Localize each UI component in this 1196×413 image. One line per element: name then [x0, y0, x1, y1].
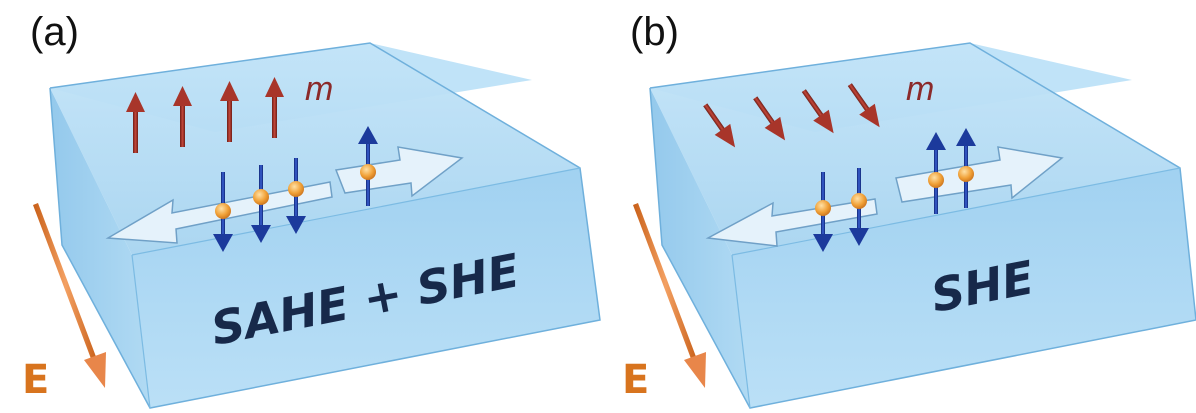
spin-down-electron [213, 172, 233, 252]
m-arrow [126, 92, 145, 153]
panel-b: m [622, 42, 1196, 409]
panel-a-letter: (a) [30, 10, 79, 54]
electric-field-arrow [633, 203, 706, 388]
spin-up-electrons [926, 128, 976, 214]
box-edges [49, 42, 601, 409]
m-label: m [305, 70, 333, 108]
m-arrow [265, 77, 284, 138]
spin-up-electron [358, 126, 378, 206]
e-field-label: E [22, 357, 49, 403]
spin-up-electron [926, 132, 946, 214]
electric-field-arrow [33, 203, 106, 388]
magnetization-arrows [703, 83, 880, 148]
spin-down-electrons [813, 168, 869, 252]
spin-current-arrow-left [705, 198, 878, 247]
box-left-face [50, 88, 150, 408]
m-arrow [847, 83, 880, 128]
spin-down-electron [286, 158, 306, 234]
box-edge-front-top [131, 167, 581, 256]
m-arrow [703, 103, 736, 148]
spin-down-electrons [213, 158, 306, 252]
m-label: m [906, 70, 934, 108]
spin-up-electron [956, 128, 976, 208]
e-field-label: E [622, 357, 649, 403]
m-arrow [220, 81, 239, 142]
material-box [49, 42, 601, 409]
m-arrow [801, 89, 834, 134]
m-arrow [753, 96, 786, 141]
box-edge-corner [731, 254, 751, 409]
spin-down-electron [251, 165, 271, 243]
box-front-face [732, 168, 1196, 408]
box-edge-corner [131, 254, 151, 409]
box-edge-front-top [731, 167, 1181, 256]
panel-b-letter: (b) [630, 10, 679, 54]
panel-a: m [22, 42, 601, 409]
magnetization-arrows [126, 77, 284, 153]
spin-down-electron [849, 168, 869, 246]
box-left-face [650, 88, 750, 408]
m-arrow [173, 86, 192, 147]
material-box [649, 42, 1196, 409]
box-edges [649, 42, 1196, 409]
spin-down-electron [813, 172, 833, 252]
box-top-face [650, 43, 1180, 255]
box-front-face [132, 168, 600, 408]
